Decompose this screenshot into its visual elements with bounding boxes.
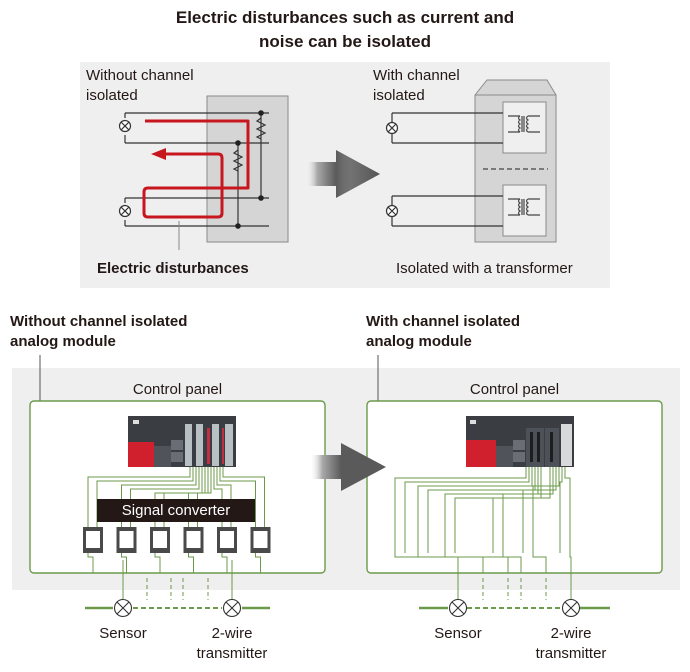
title-line-2: noise can be isolated bbox=[259, 32, 431, 51]
wire bbox=[502, 553, 522, 573]
transformer-caption: Isolated with a transformer bbox=[396, 260, 573, 277]
isolated-circuit bbox=[385, 79, 557, 243]
signal-converter-module-window bbox=[153, 531, 167, 548]
sensor-label-left: Sensor bbox=[99, 625, 147, 642]
disturbance-arrowhead bbox=[151, 148, 166, 160]
transformer-icon bbox=[508, 198, 540, 216]
wire bbox=[559, 467, 563, 553]
sensor-label-right: Sensor bbox=[434, 625, 482, 642]
without-isolation-heading-line-2: analog module bbox=[10, 333, 116, 350]
isolated-label-line-1: With channel bbox=[373, 67, 460, 84]
title-line-1: Electric disturbances such as current an… bbox=[175, 8, 515, 27]
junction-dot bbox=[235, 223, 241, 229]
junction-dot bbox=[258, 110, 264, 116]
with-isolation-heading-line-1: With channel isolated bbox=[366, 313, 521, 330]
lamp-icon bbox=[118, 204, 132, 218]
field-wiring-right bbox=[394, 467, 572, 573]
control-panel-label-right: Control panel bbox=[469, 381, 560, 398]
signal-converter-module-window bbox=[220, 531, 234, 548]
transmitter-label-left-line-2: transmitter bbox=[196, 645, 268, 662]
transmitter-label-right-line-1: 2-wire bbox=[550, 625, 592, 642]
signal-converter-module-window bbox=[186, 531, 201, 548]
resistor-icon bbox=[232, 149, 244, 172]
junction-dot bbox=[235, 140, 241, 146]
electric-disturbances-caption: Electric disturbances bbox=[97, 260, 249, 277]
wire bbox=[502, 467, 554, 553]
control-panel-right bbox=[366, 400, 663, 574]
wire bbox=[221, 553, 228, 573]
diagram-title: Electric disturbances such as current an… bbox=[0, 6, 690, 54]
non-isolated-label-line-2: isolated bbox=[86, 87, 138, 104]
without-isolation-heading-line-1: Without channel isolated bbox=[10, 313, 188, 330]
signal-converter-module-window bbox=[253, 531, 268, 548]
signal-converter-bar bbox=[97, 499, 255, 522]
transmitter-icon bbox=[222, 598, 242, 618]
signal-converter-module-window bbox=[86, 531, 100, 548]
signal-converter-label: Signal converter bbox=[121, 502, 231, 519]
field-bus-left bbox=[85, 560, 270, 618]
wire bbox=[564, 467, 571, 553]
transmitter-icon bbox=[561, 598, 581, 618]
wire bbox=[417, 467, 533, 553]
wire bbox=[427, 467, 536, 553]
non-isolated-circuit bbox=[118, 95, 289, 250]
wire bbox=[444, 553, 509, 573]
wire bbox=[87, 553, 94, 573]
wire bbox=[219, 467, 256, 527]
control-panel-label-left: Control panel bbox=[132, 381, 223, 398]
non-isolated-label-line-1: Without channel bbox=[86, 67, 194, 84]
non-isolated-label: Without channel isolated bbox=[86, 66, 194, 106]
lamp-icon bbox=[385, 204, 399, 218]
wire bbox=[121, 553, 127, 573]
sensor-icon bbox=[113, 598, 133, 618]
comparison-arrow-bottom bbox=[310, 443, 386, 491]
with-isolation-heading-line-2: analog module bbox=[366, 333, 472, 350]
field-bus-right bbox=[419, 560, 610, 618]
wire bbox=[532, 467, 560, 553]
wire bbox=[404, 467, 530, 553]
transmitter-label-left-line-1: 2-wire bbox=[211, 625, 253, 642]
junction-dot bbox=[258, 195, 264, 201]
plc-unit-right bbox=[466, 416, 574, 467]
comparison-arrow-top bbox=[305, 150, 380, 198]
isolated-label-line-2: isolated bbox=[373, 87, 425, 104]
wire bbox=[492, 467, 551, 553]
signal-converter-module-window bbox=[119, 531, 134, 548]
wire bbox=[444, 467, 539, 553]
transformer-icon bbox=[508, 115, 540, 133]
wire bbox=[394, 467, 527, 553]
transmitter-label-left: 2-wire transmitter bbox=[192, 624, 272, 664]
with-isolation-heading: With channel isolated analog module bbox=[366, 312, 520, 352]
signal-converter-modules bbox=[83, 527, 271, 553]
plc-unit-left bbox=[128, 416, 236, 467]
without-isolation-heading: Without channel isolated analog module bbox=[10, 312, 187, 352]
isolated-label: With channel isolated bbox=[373, 66, 460, 106]
resistor-icon bbox=[255, 117, 267, 140]
sensor-icon bbox=[448, 598, 468, 618]
transmitter-label-right-line-2: transmitter bbox=[535, 645, 607, 662]
wire bbox=[87, 467, 191, 527]
lamp-icon bbox=[385, 121, 399, 135]
disturbance-current-path bbox=[142, 119, 250, 219]
lamp-icon bbox=[118, 119, 132, 133]
wire bbox=[188, 553, 194, 573]
wire bbox=[222, 467, 265, 527]
wire bbox=[532, 553, 547, 573]
wire bbox=[522, 467, 557, 553]
transmitter-label-right: 2-wire transmitter bbox=[531, 624, 611, 664]
wire bbox=[154, 553, 161, 573]
wire bbox=[255, 553, 261, 573]
